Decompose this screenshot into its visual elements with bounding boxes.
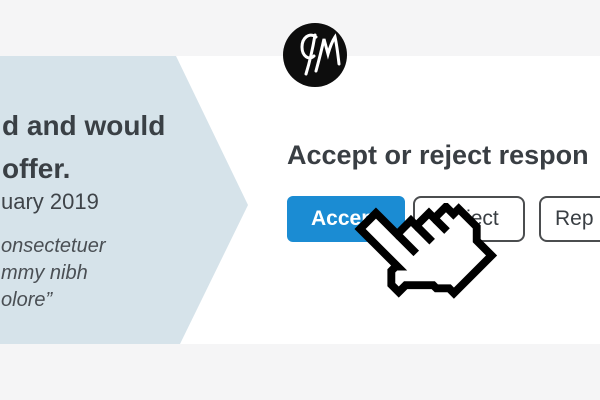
testimonial-headline-line1: d and would: [2, 110, 166, 141]
quote-line: onsectetuer: [1, 235, 106, 257]
bottom-band: [0, 344, 600, 400]
quote-line: mmy nibh: [1, 262, 88, 284]
testimonial-headline: d and would offer.: [2, 104, 232, 190]
brand-logo: [283, 23, 347, 87]
gm-logo-icon: [300, 33, 341, 76]
page-title: Accept or reject respon: [287, 140, 589, 170]
response-button-row: Accept Reject Rep: [287, 196, 600, 242]
quote-line: olore”: [1, 289, 53, 311]
testimonial-headline-line2: offer.: [2, 153, 71, 184]
reject-button[interactable]: Reject: [413, 196, 525, 242]
accept-button[interactable]: Accept: [287, 196, 405, 242]
reply-button[interactable]: Rep: [539, 196, 600, 242]
testimonial-date: uary 2019: [1, 189, 99, 214]
testimonial-quote: onsectetuer mmy nibh olore”: [1, 233, 106, 314]
